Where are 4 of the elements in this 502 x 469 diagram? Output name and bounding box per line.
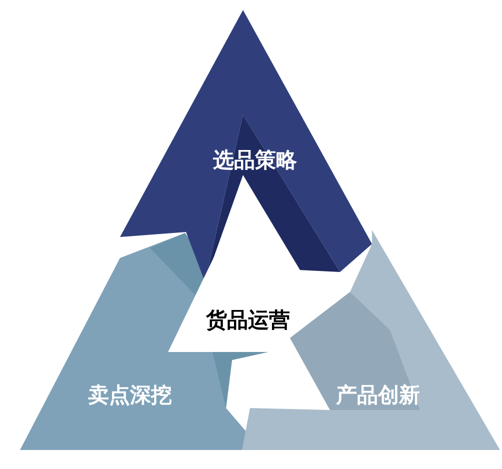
segment-label: 卖点深挖: [88, 382, 172, 409]
segment-label: 选品策略: [213, 147, 297, 174]
segment-label: 产品创新: [336, 382, 420, 409]
segment-label: 货品运营: [206, 307, 290, 334]
